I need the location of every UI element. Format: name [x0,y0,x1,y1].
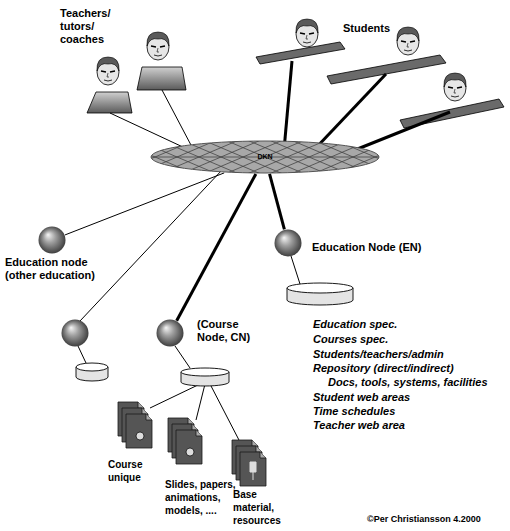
teacher-terminal [87,67,186,113]
node-label: (Course Node, CN) [197,318,261,344]
node-label: Education Node (EN) [312,241,421,254]
document-label: Base material, resources [233,488,293,527]
copyright-note: ©Per Christiansson 4.2000 [367,513,481,525]
node-sphere [274,229,302,257]
person-face [97,19,466,101]
node-label: Education node (other education) [5,256,110,282]
repository-cylinder [76,283,353,386]
repository-item: Time schedules [313,405,395,418]
repository-item: Repository (direct/indirect) [313,362,454,375]
repository-item: Docs, tools, systems, facilities [328,376,488,389]
education-node: Education node (other education) [38,226,66,254]
network-link [65,173,224,235]
education-node: Education Node (EN) [274,229,302,257]
network-hub: DKN [150,140,380,174]
repository-item: Education spec. [313,318,397,331]
group-label: Students [343,22,390,35]
repository-item: Courses spec. [313,333,388,346]
network-link [270,174,285,229]
node-sphere [156,319,184,347]
student-terminal [256,42,504,128]
document-label: Slides, papers, animations, models, .... [165,478,240,517]
repository-item: Student web areas [313,391,410,404]
hub-name: DKN [150,140,380,174]
group-label: Teachers/ tutors/ coaches [60,7,116,46]
node-sphere [38,226,66,254]
node-sphere [62,320,89,347]
repository-item: Students/teachers/admin [313,348,444,361]
document-label: Course unique [108,458,158,484]
repository-item: Teacher web area [313,419,405,432]
course-node: (Course Node, CN) [156,319,184,347]
network-link [177,174,256,321]
